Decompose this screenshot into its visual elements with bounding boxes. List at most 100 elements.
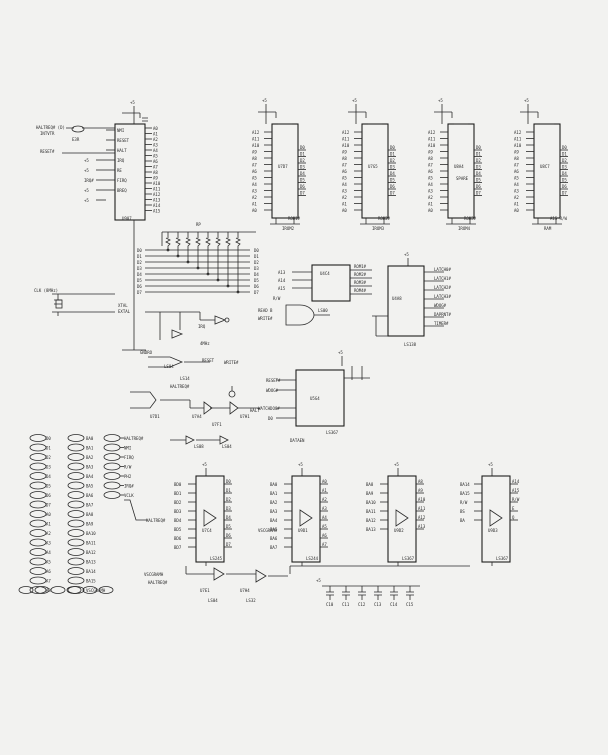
bottom-logic-label-2: U7E1 bbox=[200, 588, 210, 593]
memory-addr-pin: A4 bbox=[428, 182, 433, 187]
cpu-left-pin: RESET bbox=[117, 138, 130, 143]
cpu-addr-pin: A2 bbox=[153, 137, 158, 142]
bus-buffer-body bbox=[481, 475, 511, 563]
memory-addr-pin: A11 bbox=[342, 137, 350, 142]
bus-buffer-vcc: +5 bbox=[298, 462, 303, 467]
connector-pin-far: IRQ# bbox=[124, 484, 134, 489]
rom-decoder-chip bbox=[311, 264, 351, 302]
memory-addr-pin: A6 bbox=[514, 169, 519, 174]
memory-data-pin: D0 bbox=[300, 145, 305, 150]
memory-data-pin: D1 bbox=[390, 152, 395, 157]
cpu-addr-pin: A5 bbox=[153, 154, 158, 159]
memory-addr-pin: A1 bbox=[514, 202, 519, 207]
bus-buffer-out: R/W bbox=[512, 497, 520, 502]
bus-buffer-chip-type: LS367 bbox=[402, 556, 415, 561]
memory-chip-vcc: +5 bbox=[524, 98, 529, 103]
memory-chip-select: A15 R/W bbox=[550, 216, 567, 221]
memory-addr-pin: A1 bbox=[252, 202, 257, 207]
cpu-name: U907 bbox=[122, 216, 132, 221]
memory-addr-pin: A12 bbox=[428, 130, 436, 135]
connector-pin-right: BA8 bbox=[86, 512, 94, 517]
bus-buffer-in: BA11 bbox=[366, 509, 376, 514]
cpu-data-pin: D4 bbox=[137, 272, 142, 277]
rom-decoder-gate-chip: LS00 bbox=[318, 308, 328, 313]
connector-pin-far: VCLK bbox=[124, 493, 134, 498]
connector-pin-far: R/W bbox=[124, 465, 132, 470]
memory-addr-pin: A9 bbox=[342, 150, 347, 155]
memory-addr-pin: A9 bbox=[514, 150, 519, 155]
cpu-addr-pin: A10 bbox=[153, 181, 161, 186]
u5g4-block: +5 U5G4 RESET# WDOG# WATCHDOG# D0 LS367 … bbox=[258, 350, 370, 443]
latch-decoder: +5 U4A8 LATCH0#LATCH1#LATCH2#LATCH3#WDOG… bbox=[372, 252, 451, 347]
memory-data-pin: D6 bbox=[300, 184, 305, 189]
memory-addr-pin: A0 bbox=[342, 208, 347, 213]
memory-chip-decode: IROM4 bbox=[458, 226, 471, 231]
bus-buffer-out: A2 bbox=[322, 497, 327, 502]
u5g4-chip bbox=[295, 369, 345, 427]
connector-pin-right: BA13 bbox=[86, 560, 96, 565]
connector-pin-right: BA15 bbox=[86, 579, 96, 584]
resistor-pack-label: D4 bbox=[254, 272, 259, 277]
connector-pin-right: BA11 bbox=[86, 541, 96, 546]
bus-buffer-body bbox=[195, 475, 225, 563]
resistor-pack-label: D6 bbox=[254, 284, 259, 289]
connector-pin-far: NMI bbox=[124, 446, 132, 451]
cpu-data-pin: D3 bbox=[137, 266, 142, 271]
latch-decoder-vcc: +5 bbox=[404, 252, 409, 257]
bus-buffer-in: BA9 bbox=[366, 491, 374, 496]
memory-addr-pin: A5 bbox=[342, 176, 347, 181]
rom-decoder-out-0: ROM1# bbox=[354, 264, 367, 269]
connector-pin-left: D0 bbox=[46, 436, 51, 441]
halt-logic-label: HALTREQ# bbox=[170, 384, 190, 389]
bus-buffer-in: BA2 bbox=[270, 500, 278, 505]
cpu-addr-pin: A9 bbox=[153, 176, 158, 181]
u5g4-chip-type: LS367 bbox=[326, 430, 339, 435]
cpu-block: +5 U907 HALTREQ# (D) INTVTR E3R RESET# N… bbox=[34, 100, 250, 355]
clock-gate-label-3: RESET bbox=[202, 358, 215, 363]
memory-chip-select: ROM3# bbox=[464, 216, 477, 221]
cpu-addr-pin: A11 bbox=[153, 187, 161, 192]
cpu-left-value: +5 bbox=[84, 158, 89, 163]
rom-decoder: U4C4 A13 A14 A15 R/W ROM1# ROM2# ROM3# R… bbox=[258, 264, 372, 326]
resistor-pack-label: D5 bbox=[254, 278, 259, 283]
cpu-addr-pin: A15 bbox=[153, 209, 161, 214]
memory-chip: +5A12A11A10A9A8A7A6A5A4A3A2A1A0D0D1D2D3D… bbox=[428, 98, 482, 231]
halt-gate-1: U7A4 bbox=[192, 414, 202, 419]
clock-gate-chip-2: LS14 bbox=[180, 376, 190, 381]
connector-pin-left: A1 bbox=[46, 522, 51, 527]
memory-data-pin: D7 bbox=[562, 191, 567, 196]
memory-data-pin: D7 bbox=[476, 191, 481, 196]
bottom-logic-label-4: LS04 bbox=[208, 598, 218, 603]
rom-decoder-gate-label-0: READ B bbox=[258, 308, 273, 313]
resistor-pack-label: D3 bbox=[254, 266, 259, 271]
rom-decoder-out-3: ROM4# bbox=[354, 288, 367, 293]
memory-addr-pin: A7 bbox=[428, 163, 433, 168]
memory-data-pin: D0 bbox=[562, 145, 567, 150]
bus-buffer-in: BA6 bbox=[270, 536, 278, 541]
bus-buffer-vcc: +5 bbox=[202, 462, 207, 467]
bus-buffer-out: A12 bbox=[418, 515, 426, 520]
cpu-left-pin: FIRQ bbox=[117, 178, 127, 183]
bottom-logic-label-5: LS32 bbox=[246, 598, 256, 603]
rom-decoder-out-2: ROM3# bbox=[354, 280, 367, 285]
memory-data-pin: D1 bbox=[562, 152, 567, 157]
cpu-data-pin: D7 bbox=[137, 290, 142, 295]
memory-addr-pin: A4 bbox=[342, 182, 347, 187]
memory-chip-name: U7D7 bbox=[278, 164, 288, 169]
latch-decoder-chip bbox=[387, 265, 425, 337]
memory-addr-pin: A4 bbox=[252, 182, 257, 187]
bus-buffer-out: A14 bbox=[512, 479, 520, 484]
memory-data-pin: D5 bbox=[390, 178, 395, 183]
bypass-cap: C14 bbox=[390, 602, 398, 607]
memory-data-pin: D3 bbox=[300, 165, 305, 170]
bus-buffer-out: D0 bbox=[226, 479, 231, 484]
bus-buffer-out: D4 bbox=[226, 515, 231, 520]
bus-buffer-chip: +5U9D1BA0BA1BA2BA3BA4BA5BA6BA7A0A1A2A3A4… bbox=[258, 462, 328, 566]
clock-gate-chip-1: LS04 bbox=[164, 364, 174, 369]
cpu-left-pin: RE bbox=[117, 168, 122, 173]
memory-addr-pin: A9 bbox=[252, 150, 257, 155]
latch-output: DAPRNT# bbox=[434, 312, 451, 317]
memory-addr-pin: A5 bbox=[514, 176, 519, 181]
cpu-left-pin: BREQ bbox=[117, 188, 127, 193]
bus-buffer-name: U9D3 bbox=[488, 528, 498, 533]
